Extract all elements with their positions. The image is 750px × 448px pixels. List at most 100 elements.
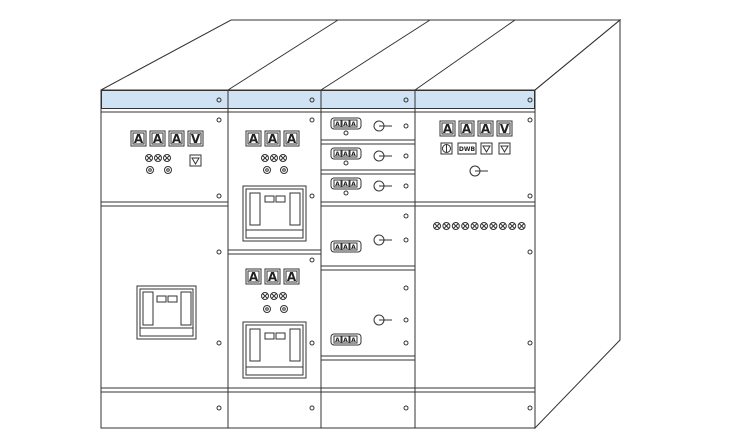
indicator-lamp: [145, 154, 153, 162]
knob-icon[interactable]: [280, 166, 288, 174]
indicator-lamp: [163, 154, 171, 162]
rotary-handle-icon[interactable]: [469, 165, 488, 177]
svg-text:A: A: [287, 132, 297, 146]
svg-text:DWB: DWB: [459, 146, 476, 153]
svg-text:A: A: [268, 132, 278, 146]
svg-text:A: A: [343, 121, 348, 128]
rotary-handle-icon[interactable]: [373, 180, 392, 192]
indicator-lamp: [461, 222, 470, 230]
indicator-lamp: [508, 222, 517, 230]
screw: [527, 340, 533, 346]
screw: [403, 237, 409, 243]
screw: [527, 249, 533, 255]
screw: [527, 97, 533, 103]
indicator-lamp: [498, 222, 507, 230]
screw: [216, 117, 222, 123]
knob-icon[interactable]: [263, 166, 271, 174]
screw: [403, 153, 409, 159]
svg-text:A: A: [335, 337, 340, 344]
svg-text:V: V: [191, 132, 201, 146]
screw: [309, 340, 315, 346]
screw: [403, 183, 409, 189]
svg-text:A: A: [462, 122, 472, 136]
voltmeter: V: [187, 130, 204, 147]
triangle-icon: [189, 154, 202, 167]
svg-text:A: A: [343, 151, 348, 158]
ammeter: A: [458, 120, 475, 137]
breaker-col2-upper: [242, 185, 307, 242]
svg-text:A: A: [481, 122, 491, 136]
screw: [309, 405, 315, 411]
cabinet-side-face: [534, 18, 621, 430]
svg-text:A: A: [249, 270, 259, 284]
knob-icon[interactable]: [164, 166, 172, 174]
svg-text:A: A: [351, 181, 356, 188]
triangle-icon: [498, 142, 511, 155]
ammeter: A: [264, 130, 281, 147]
indicator-lamp: [154, 154, 162, 162]
indicator-lamp: [517, 222, 526, 230]
svg-text:A: A: [335, 151, 340, 158]
ammeter: A: [168, 130, 185, 147]
svg-text:A: A: [351, 151, 356, 158]
svg-text:A: A: [443, 122, 453, 136]
svg-text:A: A: [134, 132, 144, 146]
indicator-lamp: [270, 292, 278, 300]
ammeter: A: [245, 268, 262, 285]
svg-text:A: A: [172, 132, 182, 146]
indicator-lamp: [470, 222, 479, 230]
screw: [216, 193, 222, 199]
top-band: [101, 90, 535, 109]
rotary-handle-icon[interactable]: [373, 314, 392, 326]
warning-indicators: [189, 142, 511, 167]
screw: [403, 97, 409, 103]
indicator-lamp: [489, 222, 498, 230]
indicator-lamp: [279, 292, 287, 300]
panel-screws: [216, 97, 533, 411]
screw: [403, 405, 409, 411]
rotary-handles: [373, 120, 488, 326]
indicator-lamp: [279, 154, 287, 162]
screw: [403, 213, 409, 219]
ammeter: A: [283, 268, 300, 285]
rotary-handle-icon[interactable]: [373, 120, 392, 132]
svg-text:A: A: [153, 132, 163, 146]
svg-text:A: A: [268, 270, 278, 284]
screw: [216, 97, 222, 103]
ammeter: A: [283, 130, 300, 147]
ammeter: A: [245, 130, 262, 147]
screw: [309, 193, 315, 199]
knob-icon[interactable]: [263, 305, 271, 313]
rotary-handle-icon[interactable]: [373, 150, 392, 162]
phase-selector-icon: [440, 142, 453, 155]
ammeter: A: [439, 120, 456, 137]
col4-instruments: DWB: [440, 142, 477, 155]
indicator-lamp: [480, 222, 488, 230]
indicator-lamp: [270, 154, 278, 162]
screw: [527, 405, 533, 411]
knob-icon[interactable]: [280, 305, 288, 313]
screw: [309, 257, 315, 263]
screw: [216, 249, 222, 255]
svg-text:A: A: [335, 121, 340, 128]
cabinet-top-face: [100, 19, 622, 91]
svg-text:A: A: [343, 337, 348, 344]
screw: [527, 193, 533, 199]
knob-icon[interactable]: [146, 166, 154, 174]
screw: [216, 405, 222, 411]
screw: [309, 117, 315, 123]
rotary-handle-icon[interactable]: [373, 234, 392, 246]
voltmeter: V: [496, 120, 513, 137]
svg-text:V: V: [500, 122, 510, 136]
indicator-lamp: [442, 222, 451, 230]
screw: [403, 317, 409, 323]
screw: [216, 340, 222, 346]
ammeter: A: [149, 130, 166, 147]
